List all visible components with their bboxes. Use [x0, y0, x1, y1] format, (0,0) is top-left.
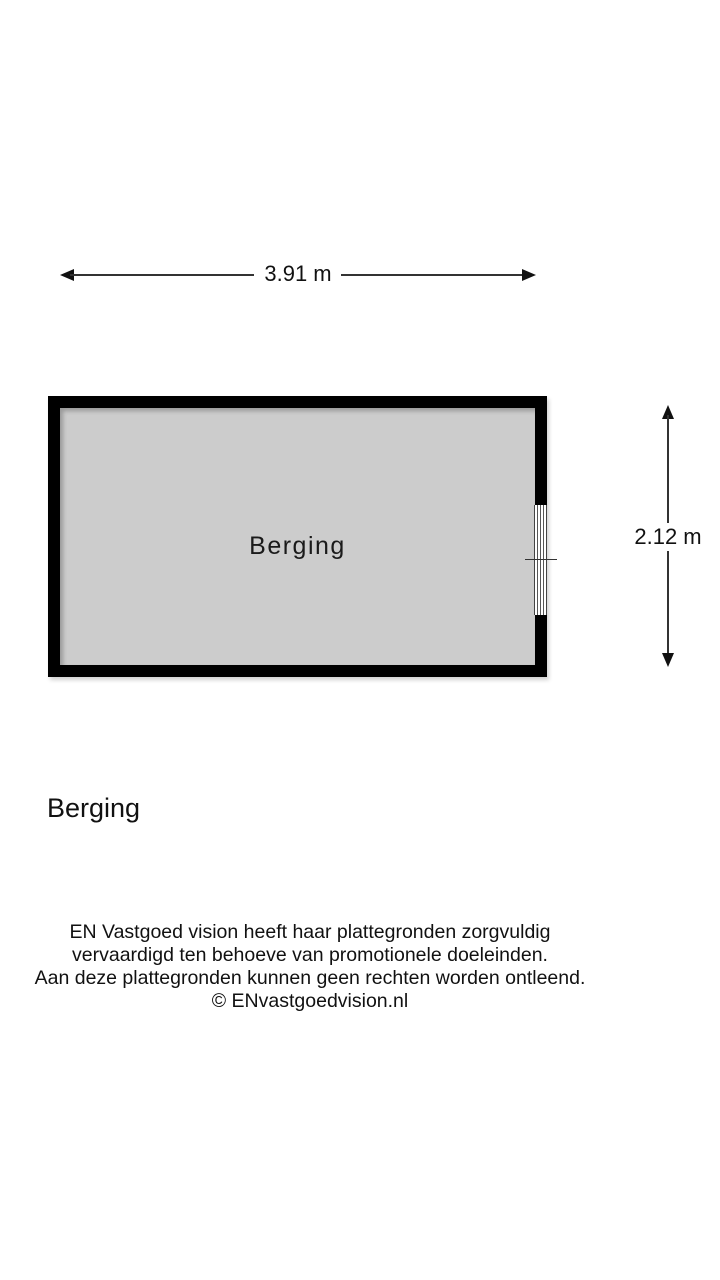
disclaimer-line: EN Vastgoed vision heeft haar plattegron…: [69, 921, 551, 943]
dimension-line-left: [70, 274, 254, 276]
arrow-down-icon: [662, 653, 674, 667]
disclaimer-line: vervaardigd ten behoeve van promotionele…: [72, 944, 548, 966]
disclaimer-line: Aan deze plattegronden kunnen geen recht…: [34, 967, 586, 989]
width-dimension-label: 3.91 m: [264, 261, 332, 286]
dimension-line-right: [341, 274, 527, 276]
dimension-line-top: [667, 415, 669, 523]
arrow-left-icon: [60, 269, 74, 281]
copyright-line: © ENvastgoedvision.nl: [211, 990, 409, 1012]
window-crossbar: [525, 559, 557, 560]
window-icon: [534, 505, 547, 615]
disclaimer: EN Vastgoed vision heeft haar plattegron…: [0, 921, 620, 1013]
height-dimension-label: 2.12 m: [634, 524, 702, 549]
room-floor: Berging: [60, 408, 535, 665]
room-label: Berging: [249, 532, 346, 560]
room-walls: Berging: [48, 396, 547, 677]
arrow-right-icon: [522, 269, 536, 281]
arrow-up-icon: [662, 405, 674, 419]
floor-label: Berging: [47, 793, 141, 823]
dimension-line-bottom: [667, 551, 669, 656]
